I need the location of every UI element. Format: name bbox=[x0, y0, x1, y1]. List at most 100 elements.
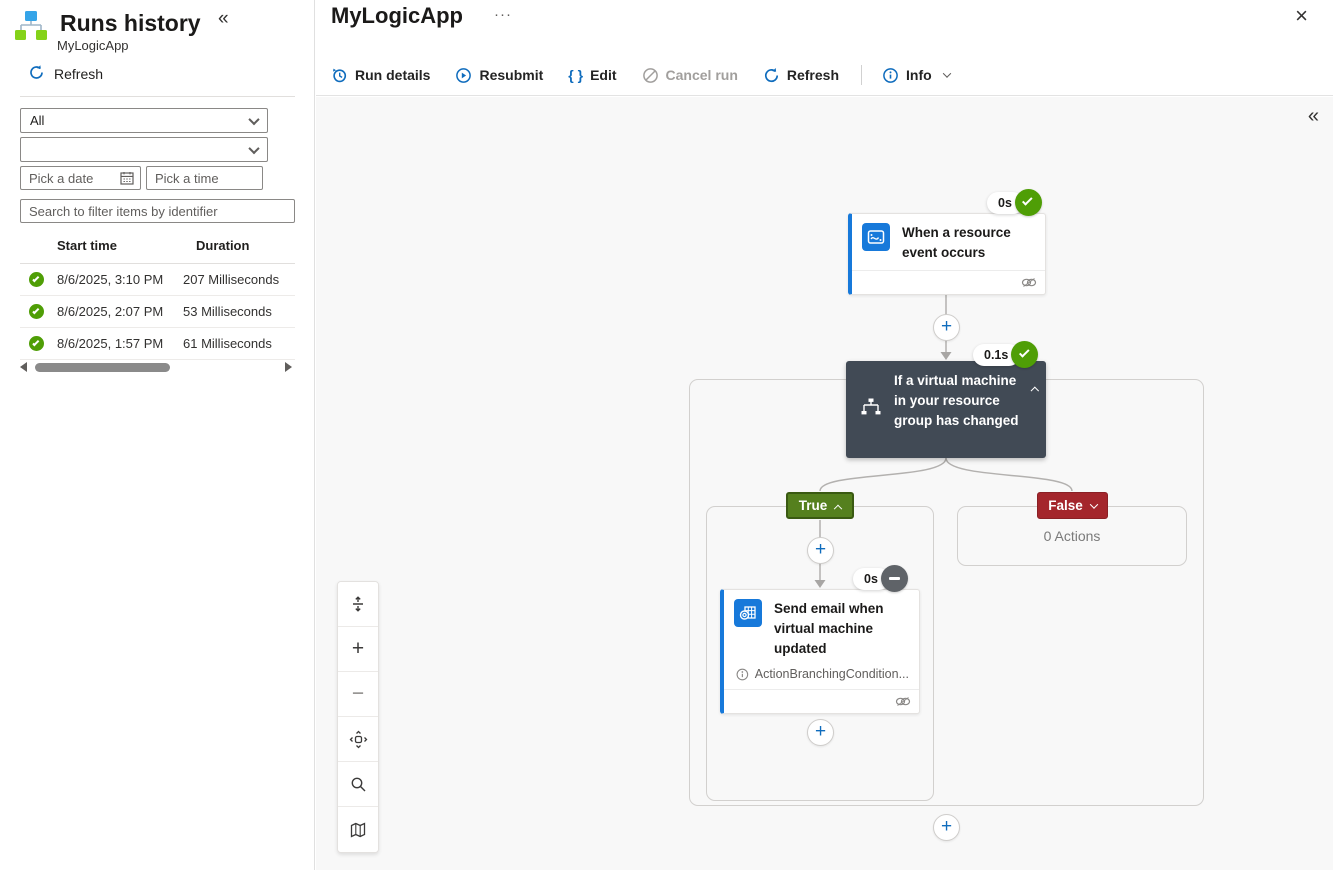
fit-view-icon bbox=[353, 596, 363, 612]
panel-subtitle: MyLogicApp bbox=[57, 38, 129, 53]
run-row[interactable]: 8/6/2025, 3:10 PM 207 Milliseconds bbox=[20, 264, 295, 296]
pan-icon bbox=[349, 730, 367, 748]
false-branch-label[interactable]: False bbox=[1037, 492, 1108, 519]
chevron-up-icon bbox=[834, 504, 843, 513]
condition-node[interactable]: If a virtual machine in your resource gr… bbox=[846, 361, 1046, 458]
insert-step-button[interactable]: + bbox=[807, 719, 834, 746]
run-duration: 207 Milliseconds bbox=[183, 272, 280, 287]
search-button[interactable] bbox=[338, 762, 378, 807]
map-icon bbox=[350, 821, 366, 838]
scrollbar-thumb[interactable] bbox=[35, 362, 170, 372]
refresh-label: Refresh bbox=[54, 66, 104, 82]
success-status-icon bbox=[29, 304, 44, 319]
panel-collapse-button[interactable]: « bbox=[218, 8, 229, 29]
chevron-down-icon bbox=[942, 69, 951, 78]
trigger-status-badge: 0s bbox=[987, 189, 1042, 216]
zoom-out-button[interactable]: − bbox=[338, 672, 378, 717]
insert-step-button[interactable]: + bbox=[807, 537, 834, 564]
minimap-button[interactable] bbox=[338, 807, 378, 852]
code-braces-icon: { } bbox=[568, 67, 584, 83]
resubmit-icon bbox=[456, 67, 472, 83]
card-footer bbox=[852, 270, 1045, 294]
action-note: ActionBranchingCondition... bbox=[724, 665, 919, 687]
scrollbar-track[interactable] bbox=[33, 362, 279, 372]
column-header-duration[interactable]: Duration bbox=[196, 238, 250, 253]
edit-label: Edit bbox=[590, 67, 617, 83]
insert-step-button[interactable]: + bbox=[933, 814, 960, 841]
app-title: MyLogicApp bbox=[331, 3, 463, 28]
refresh-icon bbox=[764, 67, 778, 82]
connection-icon[interactable] bbox=[1021, 277, 1037, 288]
chevron-up-icon[interactable] bbox=[1030, 386, 1040, 395]
true-branch-label[interactable]: True bbox=[786, 492, 854, 519]
scroll-right-arrow[interactable] bbox=[285, 362, 292, 372]
zero-actions-label: 0 Actions bbox=[1043, 528, 1101, 544]
minus-icon: − bbox=[351, 682, 365, 705]
panel-title: Runs history bbox=[60, 10, 201, 36]
connection-icon[interactable] bbox=[895, 696, 911, 707]
calendar-icon[interactable] bbox=[120, 171, 134, 190]
run-start-time: 8/6/2025, 3:10 PM bbox=[57, 272, 164, 287]
run-details-button[interactable]: Run details bbox=[331, 67, 430, 84]
status-filter-dropdown[interactable]: All bbox=[20, 108, 268, 133]
divider bbox=[20, 96, 295, 97]
resubmit-button[interactable]: Resubmit bbox=[455, 67, 543, 84]
runs-history-panel: Runs history « MyLogicApp Refresh All bbox=[0, 0, 315, 870]
fit-view-button[interactable] bbox=[338, 582, 378, 627]
logic-app-icon bbox=[12, 8, 50, 51]
cancel-run-button[interactable]: Cancel run bbox=[642, 67, 738, 84]
canvas-collapse-button[interactable]: « bbox=[1307, 105, 1319, 127]
more-options-button[interactable]: ··· bbox=[494, 6, 512, 23]
cancel-run-label: Cancel run bbox=[665, 67, 738, 83]
panel-header: Runs history bbox=[12, 8, 201, 51]
chevron-down-icon bbox=[1089, 499, 1099, 509]
run-row[interactable]: 8/6/2025, 1:57 PM 61 Milliseconds bbox=[20, 328, 295, 360]
secondary-filter-dropdown[interactable] bbox=[20, 137, 268, 162]
info-icon bbox=[736, 668, 749, 680]
success-status-icon bbox=[1014, 189, 1042, 216]
success-status-icon bbox=[29, 272, 44, 287]
outlook-icon bbox=[734, 599, 762, 627]
event-grid-icon bbox=[862, 223, 890, 251]
run-search-input[interactable] bbox=[20, 199, 295, 223]
divider bbox=[861, 65, 863, 85]
pan-mode-button[interactable] bbox=[338, 717, 378, 762]
designer-refresh-button[interactable]: Refresh bbox=[763, 67, 839, 84]
run-start-time: 8/6/2025, 2:07 PM bbox=[57, 304, 164, 319]
condition-status-badge: 0.1s bbox=[973, 341, 1039, 368]
horizontal-scrollbar bbox=[20, 361, 292, 373]
run-details-label: Run details bbox=[355, 67, 431, 83]
info-button[interactable]: Info bbox=[882, 67, 951, 84]
scroll-left-arrow[interactable] bbox=[20, 362, 27, 372]
refresh-label: Refresh bbox=[786, 67, 840, 83]
insert-step-button[interactable]: + bbox=[933, 314, 960, 341]
date-picker-wrap bbox=[20, 166, 141, 190]
duration-badge: 0.1s bbox=[973, 343, 1021, 366]
column-header-start-time[interactable]: Start time bbox=[57, 238, 117, 253]
success-status-icon bbox=[1011, 341, 1039, 368]
edit-button[interactable]: { } Edit bbox=[568, 67, 616, 83]
action-status-badge: 0s bbox=[853, 565, 908, 592]
refresh-icon bbox=[28, 64, 45, 84]
canvas-zoom-toolbar: + − bbox=[337, 581, 379, 853]
true-label-text: True bbox=[798, 498, 828, 513]
time-picker-input[interactable] bbox=[146, 166, 263, 190]
action-note-text: ActionBranchingCondition... bbox=[754, 667, 909, 681]
skipped-status-icon bbox=[880, 565, 908, 592]
run-duration: 53 Milliseconds bbox=[183, 304, 272, 319]
workflow-canvas[interactable]: « 0 Actions Whe bbox=[316, 97, 1333, 870]
run-start-time: 8/6/2025, 1:57 PM bbox=[57, 336, 164, 351]
close-icon[interactable]: × bbox=[1295, 3, 1308, 28]
duration-badge: 0s bbox=[853, 567, 890, 590]
runs-refresh-button[interactable]: Refresh bbox=[28, 64, 103, 84]
run-duration: 61 Milliseconds bbox=[183, 336, 272, 351]
success-status-icon bbox=[29, 336, 44, 351]
trigger-node[interactable]: When a resource event occurs bbox=[848, 213, 1046, 295]
run-row[interactable]: 8/6/2025, 2:07 PM 53 Milliseconds bbox=[20, 296, 295, 328]
condition-icon bbox=[860, 397, 882, 431]
chevron-down-icon bbox=[248, 142, 260, 154]
status-filter-value: All bbox=[30, 113, 45, 128]
zoom-in-button[interactable]: + bbox=[338, 627, 378, 672]
action-node[interactable]: Send email when virtual machine updated … bbox=[720, 589, 920, 714]
